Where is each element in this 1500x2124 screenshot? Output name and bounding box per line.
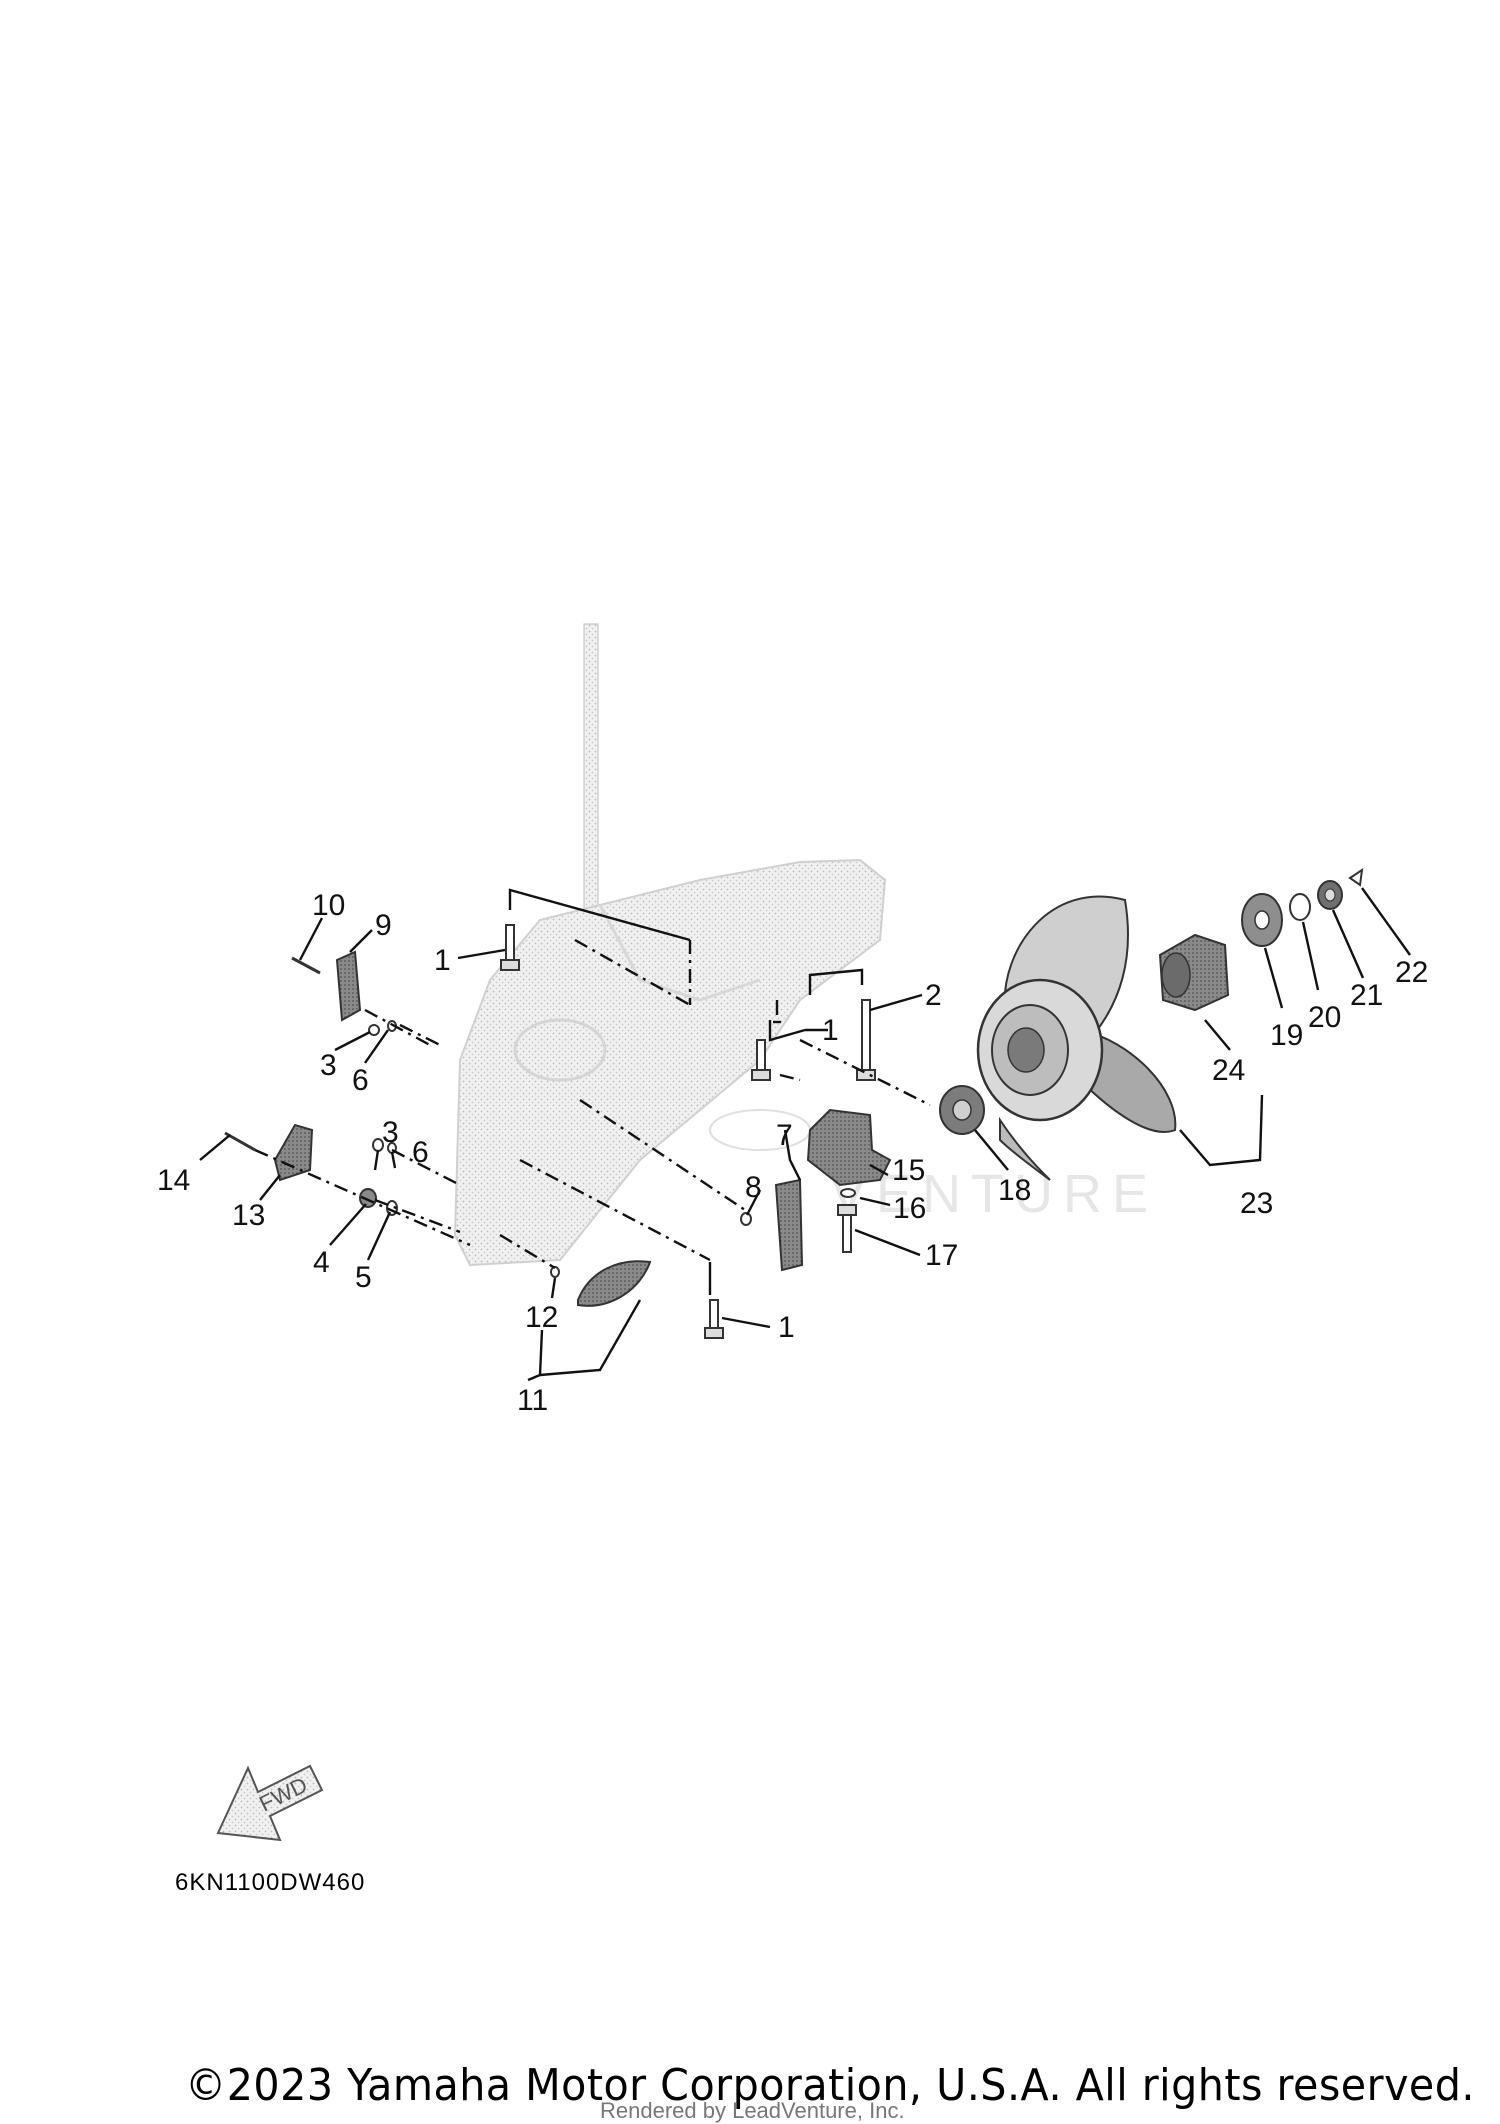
- part-12: [550, 1266, 560, 1278]
- washer-part-16: [840, 1188, 856, 1198]
- callout-11: 11: [517, 1384, 548, 1417]
- callout-9: 9: [375, 909, 392, 942]
- part-9: [335, 950, 362, 1022]
- propeller: [976, 895, 1177, 1181]
- callout-21: 21: [1350, 979, 1383, 1012]
- callout-24: 24: [1212, 1054, 1245, 1087]
- bolt-part-1-top: [500, 924, 520, 971]
- callout-15: 15: [892, 1154, 925, 1187]
- callout-19: 19: [1270, 1019, 1303, 1052]
- thrust-washer-part-18: [939, 1085, 985, 1135]
- rendered-by-credit: Rendered by LeadVenture, Inc.: [600, 2098, 905, 2123]
- callout-16: 16: [893, 1192, 926, 1225]
- callout-7: 7: [776, 1119, 793, 1152]
- screw-part-10: [291, 956, 321, 975]
- callout-2: 2: [925, 979, 942, 1012]
- washer-part-20: [1289, 893, 1311, 921]
- part-3-upper: [368, 1024, 380, 1036]
- callout-18: 18: [998, 1174, 1031, 1207]
- callout-1-top: 1: [434, 944, 451, 977]
- nut-part-21: [1317, 880, 1343, 910]
- part-8: [740, 1212, 752, 1226]
- callout-13: 13: [232, 1199, 265, 1232]
- alignment-lines: [254, 938, 931, 1270]
- callout-1-bottom: 1: [778, 1311, 795, 1344]
- bolt-part-17: [837, 1204, 857, 1253]
- drawing-code: 6KN1100DW460: [175, 1869, 365, 1896]
- copyright-notice: ©2023 Yamaha Motor Corporation, U.S.A. A…: [185, 2060, 1475, 2111]
- callout-3-lower: 3: [382, 1116, 399, 1149]
- part-7: [774, 1178, 804, 1272]
- callout-20: 20: [1308, 1001, 1341, 1034]
- callout-3-upper: 3: [320, 1049, 337, 1082]
- cotter-pin-part-22: [1348, 867, 1364, 887]
- washer-part-19: [1241, 893, 1283, 947]
- callout-6-lower: 6: [412, 1136, 429, 1169]
- callout-10: 10: [312, 889, 345, 922]
- bolt-part-1-bottom: [704, 1299, 724, 1339]
- drive-shaft: [583, 623, 599, 925]
- callout-6-upper: 6: [352, 1064, 369, 1097]
- callout-5: 5: [355, 1261, 372, 1294]
- callout-numbers: 10 9 1 3 6 3 6 14 13 4 5 12 11 1 1 2 7 8…: [157, 889, 1428, 1417]
- bolt-part-1-middle: [751, 1039, 771, 1081]
- fwd-arrow-icon: FWD: [216, 1764, 324, 1842]
- callout-23: 23: [1240, 1187, 1273, 1220]
- callout-17: 17: [925, 1239, 958, 1272]
- callout-14: 14: [157, 1164, 190, 1197]
- callout-1-middle: 1: [822, 1014, 839, 1047]
- callout-22: 22: [1395, 956, 1428, 989]
- callout-8: 8: [745, 1171, 762, 1204]
- anode-part-15: [806, 1108, 892, 1187]
- leader-lines: [199, 887, 1411, 1382]
- anode-part-13: [273, 1123, 314, 1182]
- cover-part-11: [577, 1260, 652, 1307]
- bolt-part-2: [856, 999, 876, 1081]
- callout-12: 12: [525, 1301, 558, 1334]
- spacer-part-24: [1158, 933, 1230, 1012]
- lower-unit-housing: [453, 858, 887, 1267]
- callout-4: 4: [313, 1246, 330, 1279]
